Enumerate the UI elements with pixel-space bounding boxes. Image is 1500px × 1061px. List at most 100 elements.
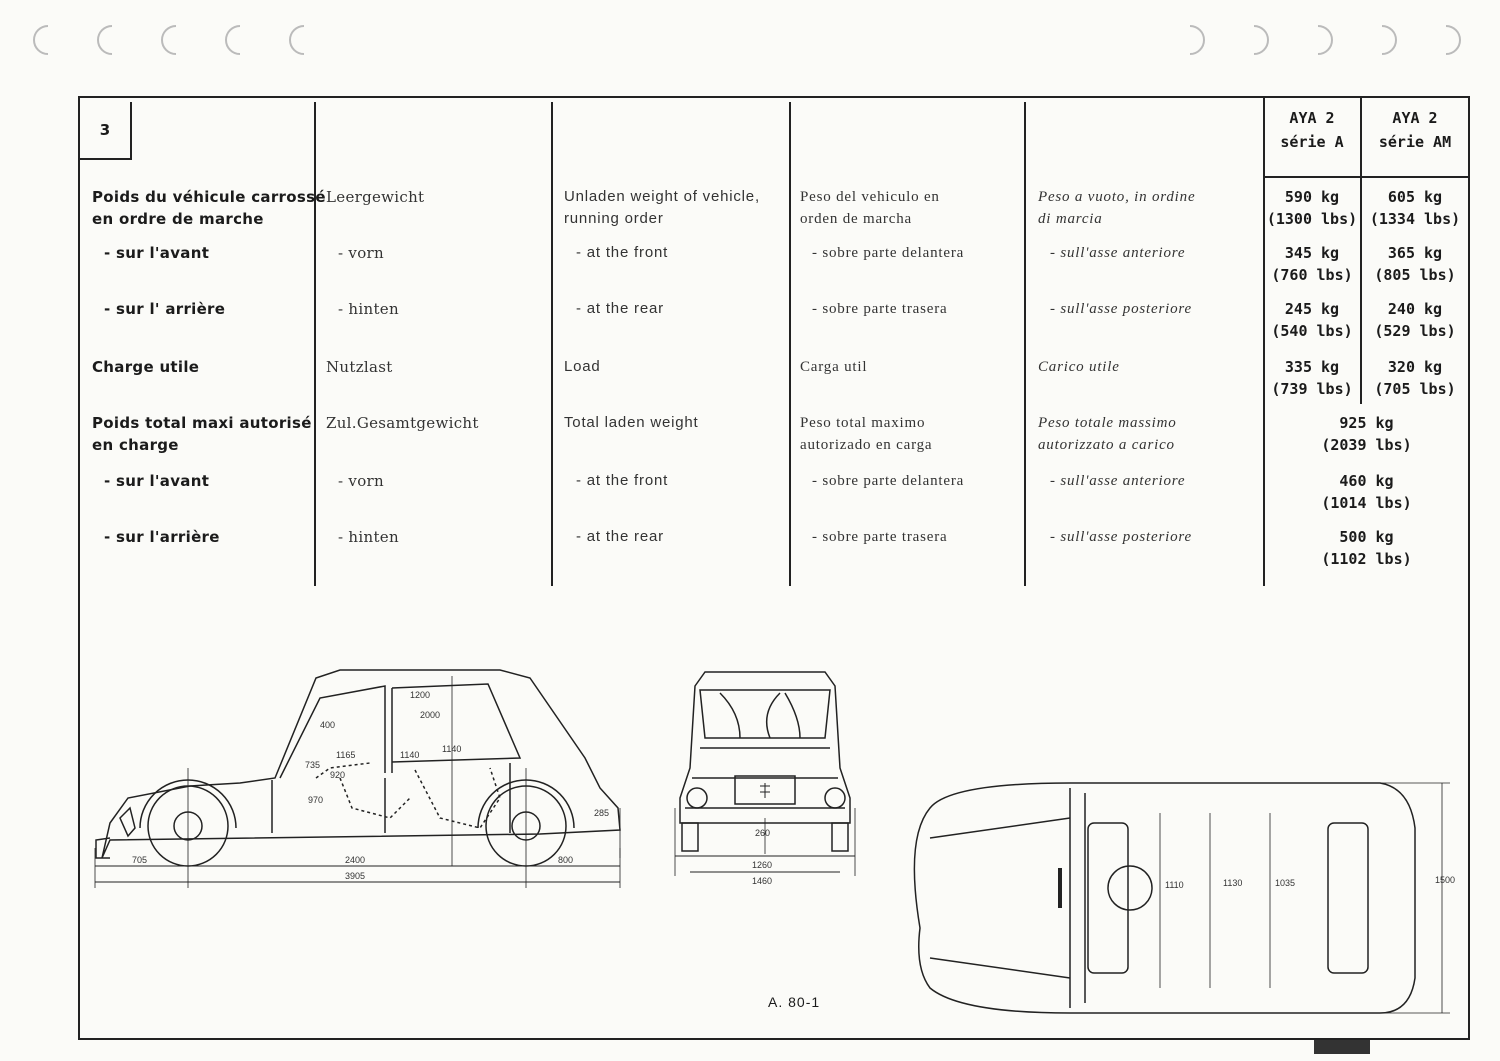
value-line: (805 lbs) xyxy=(1374,266,1456,284)
cell-es: - sobre parte delantera xyxy=(812,242,964,264)
dim-side-length: 3905 xyxy=(345,871,365,881)
value-line: (1334 lbs) xyxy=(1369,210,1461,228)
section-number: 3 xyxy=(80,102,132,160)
value-line: (1014 lbs) xyxy=(1321,494,1412,512)
cell-en: - at the rear xyxy=(576,526,664,548)
dim-side-inner: 735 xyxy=(305,760,320,770)
value-both: 460 kg (1014 lbs) xyxy=(1265,470,1468,514)
dim-side-rear-overhang: 800 xyxy=(558,855,573,865)
print-mark xyxy=(1314,1040,1370,1054)
dim-side-inner: 400 xyxy=(320,720,335,730)
cell-line: Peso del vehiculo en xyxy=(800,189,940,205)
cell-line: Poids total maxi autorisé xyxy=(92,414,312,432)
value-both: 925 kg (2039 lbs) xyxy=(1265,412,1468,456)
header-series: série A xyxy=(1280,133,1344,151)
figure-reference: A. 80-1 xyxy=(768,994,821,1010)
cell-es: - sobre parte trasera xyxy=(812,526,947,548)
dim-side-inner: 970 xyxy=(308,795,323,805)
value-line: (540 lbs) xyxy=(1271,322,1353,340)
cell-line: Peso total maximo xyxy=(800,415,926,431)
cell-line: - at the front xyxy=(576,472,669,489)
value-am: 320 kg(705 lbs) xyxy=(1362,356,1468,400)
side-view-drawing xyxy=(94,669,621,888)
value-a: 590 kg(1300 lbs) xyxy=(1265,186,1359,230)
cell-line: Leergewicht xyxy=(326,188,425,206)
cell-en: Total laden weight xyxy=(564,412,698,434)
cell-line: en charge xyxy=(92,436,179,454)
value-line: 345 kg xyxy=(1284,244,1340,262)
value-line: 925 kg xyxy=(1339,414,1394,432)
cell-line: - hinten xyxy=(338,528,399,546)
value-am: 605 kg(1334 lbs) xyxy=(1362,186,1468,230)
cell-line: en ordre de marche xyxy=(92,210,264,228)
column-divider xyxy=(314,102,316,586)
cell-fr: - sur l'arrière xyxy=(104,526,220,548)
cell-line: Unladen weight of vehicle, xyxy=(564,188,760,205)
front-view-drawing xyxy=(674,671,856,876)
cell-line: Load xyxy=(564,358,601,375)
cell-it: - sull'asse posteriore xyxy=(1050,526,1192,548)
spec-sheet-frame: 3 AYA 2 série A AYA 2 série AM Poids du … xyxy=(78,96,1470,1040)
binder-holes xyxy=(33,25,1461,55)
cell-it: - sull'asse anteriore xyxy=(1050,470,1185,492)
dim-side-inner: 920 xyxy=(330,770,345,780)
cell-line: orden de marcha xyxy=(800,211,912,227)
value-line: 245 kg xyxy=(1284,300,1340,318)
cell-it: - sull'asse anteriore xyxy=(1050,242,1185,264)
cell-de: - vorn xyxy=(338,470,384,492)
header-divider xyxy=(1263,176,1470,178)
value-a: 345 kg(760 lbs) xyxy=(1265,242,1359,286)
column-divider xyxy=(551,102,553,586)
cell-fr: - sur l'avant xyxy=(104,470,209,492)
cell-line: - at the rear xyxy=(576,528,664,545)
cell-line: - sull'asse posteriore xyxy=(1050,529,1192,545)
dim-top-width: 1130 xyxy=(1223,878,1242,888)
cell-fr: Charge utile xyxy=(92,356,199,378)
cell-fr: Poids du véhicule carrossé en ordre de ma… xyxy=(92,186,326,230)
cell-line: - vorn xyxy=(338,472,384,490)
cell-line: - sobre parte trasera xyxy=(812,529,948,545)
value-line: (705 lbs) xyxy=(1374,380,1456,398)
cell-en: - at the front xyxy=(576,242,668,264)
cell-line: di marcia xyxy=(1038,211,1103,227)
cell-line: Total laden weight xyxy=(564,414,699,431)
cell-de: Leergewicht xyxy=(326,186,424,208)
value-line: (739 lbs) xyxy=(1271,380,1353,398)
cell-it: Carico utile xyxy=(1038,356,1120,378)
cell-line: - hinten xyxy=(338,300,399,318)
value-line: (1102 lbs) xyxy=(1321,550,1412,568)
cell-it: - sull'asse posteriore xyxy=(1050,298,1192,320)
vehicle-dimension-drawings: 705 2400 800 3905 285 1200 2000 1140 114… xyxy=(94,669,1455,1014)
dim-top-width: 1110 xyxy=(1165,880,1184,890)
cell-line: Poids du véhicule carrossé xyxy=(92,188,326,206)
top-view-drawing xyxy=(913,782,1450,1014)
value-a: 245 kg (540 lbs) xyxy=(1265,298,1359,342)
value-line: (2039 lbs) xyxy=(1321,436,1412,454)
dim-side-wheelbase: 2400 xyxy=(345,855,365,865)
dim-top-width: 1035 xyxy=(1275,878,1295,888)
column-divider xyxy=(789,102,791,586)
cell-fr: Poids total maxi autorisé en charge xyxy=(92,412,312,456)
cell-line: - sull'asse posteriore xyxy=(1050,301,1192,317)
cell-line: - sobre parte trasera xyxy=(812,301,948,317)
cell-es: - sobre parte trasera xyxy=(812,298,947,320)
header-model: AYA 2 xyxy=(1289,109,1335,127)
value-a: 335 kg(739 lbs) xyxy=(1265,356,1359,400)
cell-line: running order xyxy=(564,210,664,227)
cell-line: - sobre parte delantera xyxy=(812,245,965,261)
cell-line: - sobre parte delantera xyxy=(812,473,965,489)
cell-fr: - sur l' arrière xyxy=(104,298,225,320)
cell-line: - sull'asse anteriore xyxy=(1050,473,1186,489)
value-line: (529 lbs) xyxy=(1374,322,1456,340)
cell-en: Load xyxy=(564,356,601,378)
value-line: 460 kg xyxy=(1339,472,1394,490)
column-divider xyxy=(1024,102,1026,586)
column-divider xyxy=(1263,98,1265,586)
cell-fr: - sur l'avant xyxy=(104,242,209,264)
cell-line: - sur l'arrière xyxy=(104,528,220,546)
cell-line: - sur l'avant xyxy=(104,472,210,490)
dim-side-inner: 1200 xyxy=(410,690,430,700)
column-divider xyxy=(1360,98,1362,404)
